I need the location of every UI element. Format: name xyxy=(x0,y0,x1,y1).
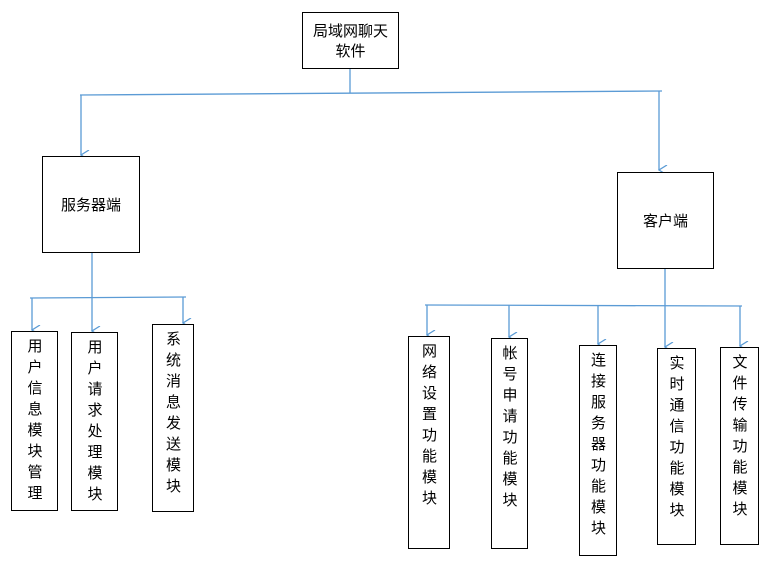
root-node: 局域网聊天 软件 xyxy=(302,12,399,69)
connector-top-bus xyxy=(79,90,663,96)
connector-server-bus xyxy=(29,296,187,299)
client-module-label: 帐号申请功能模块 xyxy=(500,345,519,513)
client-node: 客户端 xyxy=(617,172,714,269)
client-module-realtime-comm: 实时通信功能模块 xyxy=(657,348,696,545)
server-module-system-message: 系统消息发送模块 xyxy=(152,324,194,512)
server-module-label: 用户信息模块管理 xyxy=(25,338,44,506)
client-module-connect-server: 连接服务器功能模块 xyxy=(579,345,617,556)
server-module-label: 系统消息发送模块 xyxy=(164,331,182,499)
server-module-user-request: 用户请求处理模块 xyxy=(71,332,118,511)
connector-client-bus xyxy=(424,304,743,307)
server-module-user-info: 用户信息模块管理 xyxy=(11,331,58,511)
server-node: 服务器端 xyxy=(42,156,140,253)
client-module-network-settings: 网络设置功能模块 xyxy=(408,336,450,549)
client-label: 客户端 xyxy=(642,211,688,230)
client-module-label: 文件传输功能模块 xyxy=(730,354,749,522)
client-module-label: 网络设置功能模块 xyxy=(420,343,438,511)
client-module-account-apply: 帐号申请功能模块 xyxy=(491,338,528,549)
client-module-file-transfer: 文件传输功能模块 xyxy=(720,347,759,545)
client-module-label: 实时通信功能模块 xyxy=(667,355,686,523)
root-label: 局域网聊天 软件 xyxy=(312,21,388,60)
server-module-label: 用户请求处理模块 xyxy=(85,339,104,507)
client-module-label: 连接服务器功能模块 xyxy=(589,352,607,541)
server-label: 服务器端 xyxy=(60,195,121,214)
